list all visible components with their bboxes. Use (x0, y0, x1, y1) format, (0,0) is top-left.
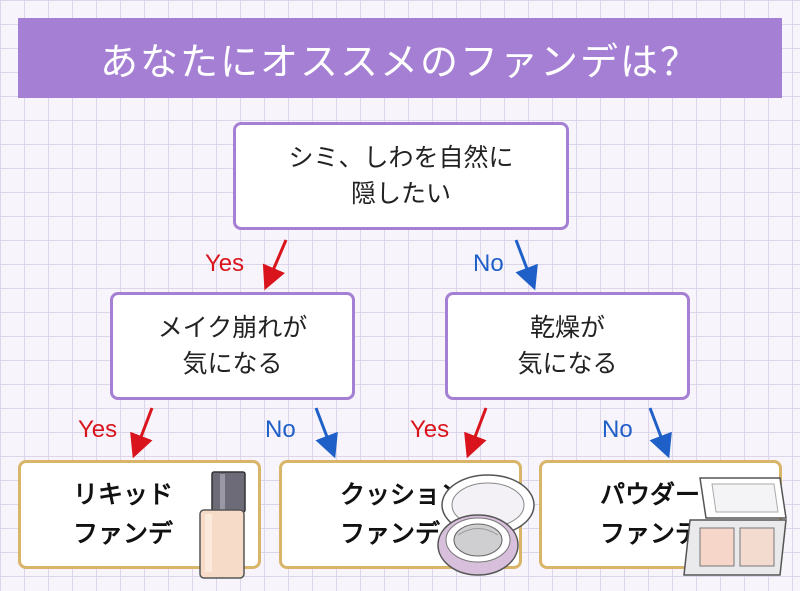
branch-label-no-3: No (602, 416, 633, 443)
liquid-foundation-bottle-icon (199, 471, 246, 579)
question-right-line2: 気になる (517, 349, 618, 378)
branch-label-yes-2: Yes (78, 416, 118, 443)
arrow-yes-1 (262, 239, 288, 291)
powder-compact-icon (683, 477, 787, 576)
arrow-yes-3 (464, 407, 488, 459)
branch-label-no-1: No (473, 250, 504, 277)
arrow-no-2 (314, 407, 338, 459)
branch-label-yes-1: Yes (205, 250, 245, 277)
page-title: あなたにオススメのファンデは？ (99, 39, 700, 84)
answer-powder-line2: ファンデ (600, 518, 701, 548)
cushion-compact-icon (437, 474, 535, 576)
question-root-box: シミ、しわを自然に 隠したい (233, 122, 569, 230)
answer-cushion-line2: ファンデ (340, 518, 441, 548)
question-root-line1: シミ、しわを自然に (288, 142, 514, 172)
arrow-no-3 (648, 407, 672, 459)
arrow-no-1 (514, 239, 538, 291)
question-root-line2: 隠したい (350, 179, 451, 208)
branch-label-yes-3: Yes (410, 416, 450, 443)
question-left-line1: メイク崩れが (157, 312, 308, 342)
answer-liquid-line1: リキッド (73, 479, 174, 509)
branch-label-no-2: No (265, 416, 296, 443)
arrow-yes-2 (130, 407, 154, 459)
question-right-box: 乾燥が 気になる (445, 292, 690, 400)
answer-liquid-line2: ファンデ (73, 518, 174, 548)
answer-powder-line1: パウダー (600, 479, 701, 509)
question-right-line1: 乾燥が (529, 312, 605, 342)
title-banner: あなたにオススメのファンデは？ (18, 18, 782, 98)
question-left-box: メイク崩れが 気になる (110, 292, 355, 400)
question-left-line2: 気になる (182, 349, 283, 378)
